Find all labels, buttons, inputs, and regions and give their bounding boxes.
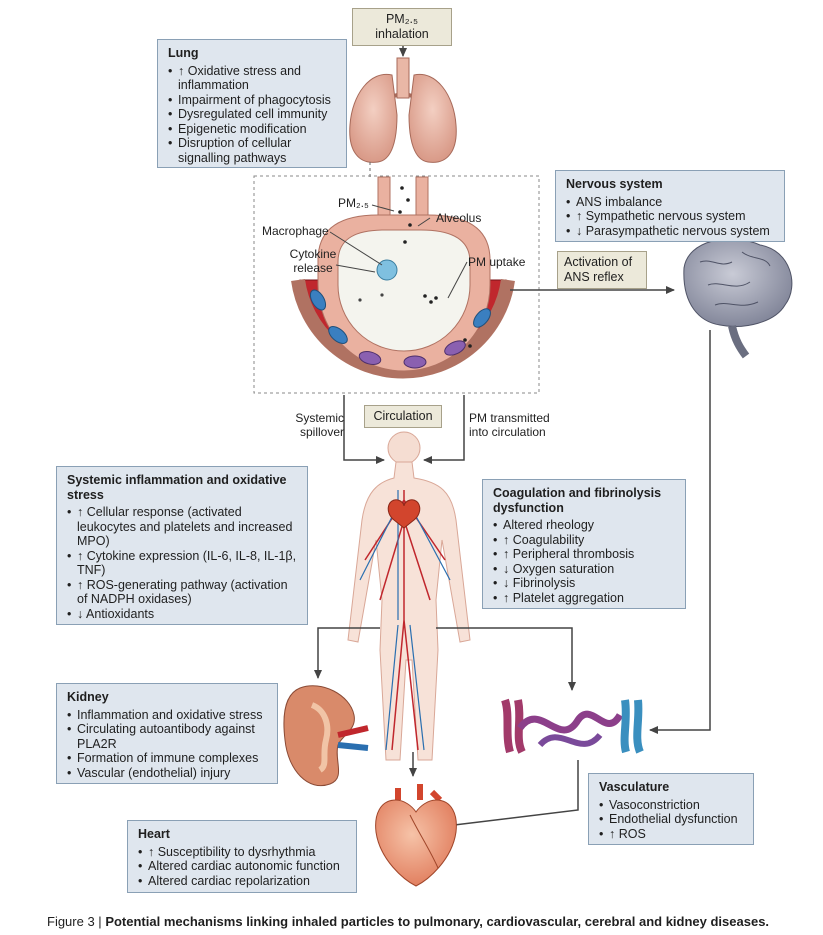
list-item: Vasoconstriction <box>599 798 743 813</box>
spillover-arrow <box>343 395 385 464</box>
list-item: Dysregulated cell immunity <box>168 107 336 122</box>
cytokine-label: Cytokine release <box>289 247 337 275</box>
list-item: Endothelial dysfunction <box>599 812 743 827</box>
pm-uptake-label: PM uptake <box>468 255 526 269</box>
pm-label: PM₂.₅ <box>338 196 369 210</box>
vasculature-list: Vasoconstriction Endothelial dysfunction… <box>599 798 743 842</box>
coagulation-title: Coagulation and fibrinolysis dysfunction <box>493 486 662 515</box>
list-item: Epigenetic modification <box>168 122 336 137</box>
list-item: Altered cardiac autonomic function <box>138 859 346 874</box>
body-to-kidney-arrow <box>314 627 380 679</box>
human-body-illustration <box>347 431 471 761</box>
coagulation-list: Altered rheology ↑ Coagulability ↑ Perip… <box>493 518 675 605</box>
caption-label: Figure 3 | <box>47 914 102 929</box>
list-item: ↓ Oxygen saturation <box>493 562 675 577</box>
nervous-system-box: Nervous system ANS imbalance ↑ Sympathet… <box>555 170 785 242</box>
list-item: ↓ Antioxidants <box>67 607 297 622</box>
list-item: Vascular (endothelial) injury <box>67 766 267 781</box>
vasculature-illustration <box>501 698 644 754</box>
brain-illustration <box>683 238 793 359</box>
heart-title: Heart <box>138 827 170 841</box>
ans-reflex-label: Activation of ANS reflex <box>557 251 647 289</box>
heart-box: Heart ↑ Susceptibility to dysrhythmia Al… <box>127 820 357 893</box>
lung-box: Lung ↑ Oxidative stress and inflammation… <box>157 39 347 168</box>
kidney-list: Inflammation and oxidative stress Circul… <box>67 708 267 781</box>
list-item: ↑ ROS <box>599 827 743 842</box>
lung-illustration <box>349 57 457 178</box>
heart-list: ↑ Susceptibility to dysrhythmia Altered … <box>138 845 346 889</box>
list-item: ↑ Oxidative stress and inflammation <box>168 64 336 93</box>
vasculature-box: Vasculature Vasoconstriction Endothelial… <box>588 773 754 845</box>
list-item: Impairment of phagocytosis <box>168 93 336 108</box>
kidney-box: Kidney Inflammation and oxidative stress… <box>56 683 278 784</box>
list-item: Disruption of cellular signalling pathwa… <box>168 136 336 165</box>
kidney-illustration <box>283 685 369 787</box>
coagulation-box: Coagulation and fibrinolysis dysfunction… <box>482 479 686 609</box>
list-item: Circulating autoantibody against PLA2R <box>67 722 267 751</box>
kidney-title: Kidney <box>67 690 109 704</box>
lung-title: Lung <box>168 46 199 60</box>
list-item: Altered rheology <box>493 518 675 533</box>
list-item: ANS imbalance <box>566 195 774 210</box>
systemic-spillover-label: Systemic spillover <box>295 411 344 439</box>
vasculature-to-heart-arrow <box>445 760 579 830</box>
body-to-vasculature-arrow <box>436 627 576 691</box>
list-item: ↓ Parasympathetic nervous system <box>566 224 774 239</box>
list-item: Inflammation and oxidative stress <box>67 708 267 723</box>
alveolus-panel <box>253 175 540 394</box>
figure-caption: Figure 3 | Potential mechanisms linking … <box>47 914 769 929</box>
heart-illustration <box>375 784 457 887</box>
circulation-label: Circulation <box>364 405 442 428</box>
list-item: ↓ Fibrinolysis <box>493 576 675 591</box>
caption-text: Potential mechanisms linking inhaled par… <box>105 914 770 929</box>
list-item: ↑ Cytokine expression (IL-6, IL-8, IL-1β… <box>67 549 297 578</box>
list-item: ↑ Sympathetic nervous system <box>566 209 774 224</box>
pm-transmitted-label: PM transmitted into circulation <box>469 411 550 439</box>
pm-inhalation-label: PM₂.₅ inhalation <box>352 8 452 46</box>
nervous-system-list: ANS imbalance ↑ Sympathetic nervous syst… <box>566 195 774 239</box>
list-item: ↑ Coagulability <box>493 533 675 548</box>
alveolus-illustration <box>291 176 515 379</box>
list-item: ↑ Susceptibility to dysrhythmia <box>138 845 346 860</box>
list-item: ↑ Peripheral thrombosis <box>493 547 675 562</box>
transmitted-arrow <box>423 395 465 464</box>
nervous-system-title: Nervous system <box>566 177 663 191</box>
systemic-inflammation-title: Systemic inflammation and oxidative stre… <box>67 473 287 502</box>
systemic-inflammation-list: ↑ Cellular response (activated leukocyte… <box>67 505 297 621</box>
vasculature-title: Vasculature <box>599 780 670 794</box>
list-item: Formation of immune complexes <box>67 751 267 766</box>
macrophage-label: Macrophage <box>262 224 329 238</box>
list-item: ↑ ROS-generating pathway (activation of … <box>67 578 297 607</box>
systemic-inflammation-box: Systemic inflammation and oxidative stre… <box>56 466 308 625</box>
brain-to-vasculature-arrow <box>649 330 711 734</box>
lung-list: ↑ Oxidative stress and inflammation Impa… <box>168 64 336 166</box>
list-item: Altered cardiac repolarization <box>138 874 346 889</box>
list-item: ↑ Platelet aggregation <box>493 591 675 606</box>
alveolus-label: Alveolus <box>436 211 482 225</box>
list-item: ↑ Cellular response (activated leukocyte… <box>67 505 297 549</box>
